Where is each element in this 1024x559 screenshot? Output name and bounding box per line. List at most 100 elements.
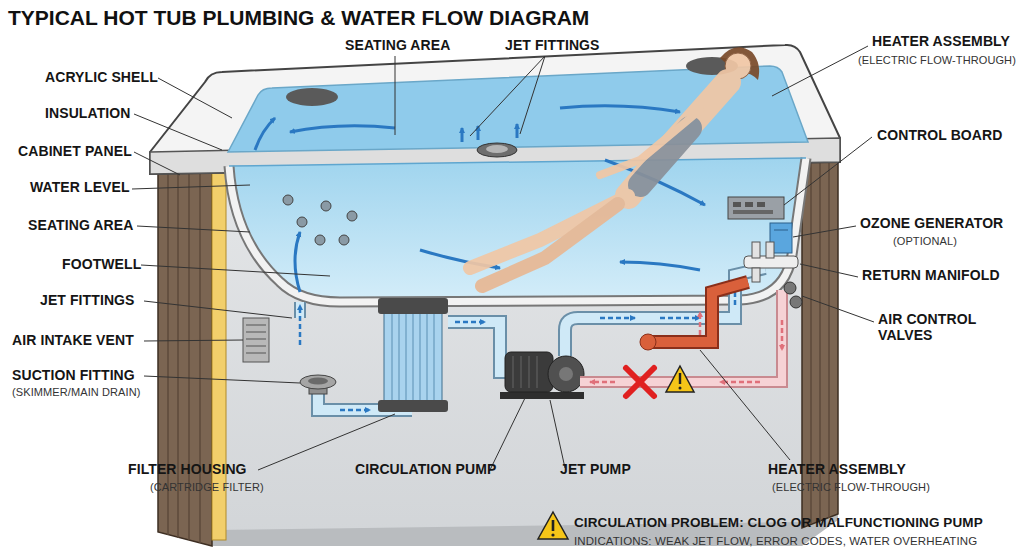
jet-fitting (297, 217, 307, 227)
leader-line (772, 46, 868, 96)
water-flow-arrow (290, 126, 395, 132)
warning-icon (679, 373, 681, 384)
air-intake-vent (246, 353, 266, 354)
part-label: CABINET PANEL (18, 144, 132, 160)
pump-unit (529, 356, 530, 388)
suction-fitting (300, 375, 336, 394)
part-label: WATER LEVEL (30, 180, 130, 196)
return-manifold (744, 242, 798, 282)
water-flow-arrow (255, 118, 275, 150)
air-control-valve (784, 282, 796, 294)
warning-icon (551, 533, 554, 536)
blockage-mark (626, 368, 654, 396)
blockage-mark (626, 368, 654, 396)
water-pipe (565, 268, 765, 356)
leader-line (470, 56, 545, 136)
part-label: OZONE GENERATOR (860, 216, 1003, 232)
filter-housing (434, 314, 435, 400)
part-label: CIRCULATION PUMP (355, 462, 496, 478)
warning-icon (552, 520, 555, 531)
water-body (229, 158, 806, 302)
jet-fitting (339, 235, 349, 245)
headrest (286, 88, 338, 106)
air-control-valve (784, 282, 802, 308)
leader-line (520, 56, 545, 134)
water-pipe (300, 268, 765, 410)
part-label: FILTER HOUSING (128, 462, 247, 478)
leader-line (800, 264, 858, 277)
pump-unit (559, 367, 573, 381)
pump-unit (500, 392, 584, 399)
suction-fitting (300, 375, 336, 389)
jet-fitting (283, 195, 293, 205)
part-label: CONTROL BOARD (877, 128, 1002, 144)
pump-unit (505, 352, 553, 392)
leader-line (134, 152, 180, 175)
return-manifold (766, 242, 774, 258)
headrest (286, 57, 738, 106)
air-intake-vent (246, 332, 266, 333)
warning-text: INDICATIONS: WEAK JET FLOW, ERROR CODES,… (574, 535, 977, 548)
leader-line (141, 265, 330, 276)
sub-label: (CARTRIDGE FILTER) (150, 481, 264, 493)
pump-unit (500, 352, 584, 399)
warning-icon (538, 512, 568, 539)
heater-assembly (650, 282, 748, 342)
leader-line (550, 400, 565, 468)
filter-housing (378, 400, 448, 412)
leader-line (395, 56, 396, 135)
bather-figure (600, 110, 700, 175)
pipe-flow-arrow (455, 321, 485, 324)
part-label: SEATING AREA (28, 218, 133, 234)
jet-fitting (321, 201, 331, 211)
suction-fitting (308, 378, 328, 385)
part-label: JET FITTINGS (40, 293, 135, 309)
pump-unit (521, 356, 522, 388)
part-label: SUCTION FITTING (12, 368, 135, 384)
leader-line (132, 185, 250, 189)
jet-stream-arrow (462, 124, 517, 142)
leader-line (134, 114, 222, 150)
heater-assembly (640, 282, 748, 350)
jet-stream-arrow (516, 124, 519, 138)
part-label: AIR INTAKE VENT (12, 333, 134, 349)
part-label: FOOTWELL (62, 257, 141, 273)
leader-line (144, 340, 243, 341)
filter-housing (378, 298, 448, 314)
water-body (229, 158, 806, 302)
part-label: SEATING AREA (345, 38, 450, 54)
water-pipe (565, 268, 765, 356)
filter-housing (420, 314, 421, 400)
control-board (728, 197, 784, 219)
part-label: AIR CONTROL VALVES (878, 312, 988, 343)
control-board (757, 202, 765, 207)
air-intake-vent (243, 318, 269, 362)
filter-housing (384, 312, 442, 402)
jet-fitting (283, 143, 517, 245)
sub-label: (ELECTRIC FLOW-THROUGH) (772, 481, 930, 493)
water-body (229, 158, 806, 166)
diagram-title: TYPICAL HOT TUB PLUMBING & WATER FLOW DI… (8, 6, 589, 30)
pump-unit (537, 356, 538, 388)
filter-housing (406, 314, 407, 400)
bather-figure (470, 47, 759, 286)
water-flow-arrow (560, 106, 680, 112)
heater-assembly (699, 312, 702, 335)
warning-icon (666, 366, 694, 392)
warning-text: CIRCULATION PROBLEM: CLOG OR MALFUNCTION… (574, 515, 983, 530)
jet-fitting (486, 145, 508, 153)
air-intake-vent (246, 339, 266, 340)
pipe-flow-arrow (660, 317, 700, 320)
sub-label: (OPTIONAL) (893, 235, 957, 247)
bather-figure (482, 204, 618, 286)
pump-unit (513, 356, 514, 388)
part-label: RETURN MANIFOLD (862, 268, 1000, 284)
filter-housing (392, 314, 393, 400)
leader-line (700, 350, 790, 460)
filter-housing (378, 298, 448, 412)
acrylic-shell (150, 45, 840, 174)
cabinet-panel (167, 170, 169, 535)
jet-fitting (315, 235, 325, 245)
filter-housing (413, 314, 414, 400)
